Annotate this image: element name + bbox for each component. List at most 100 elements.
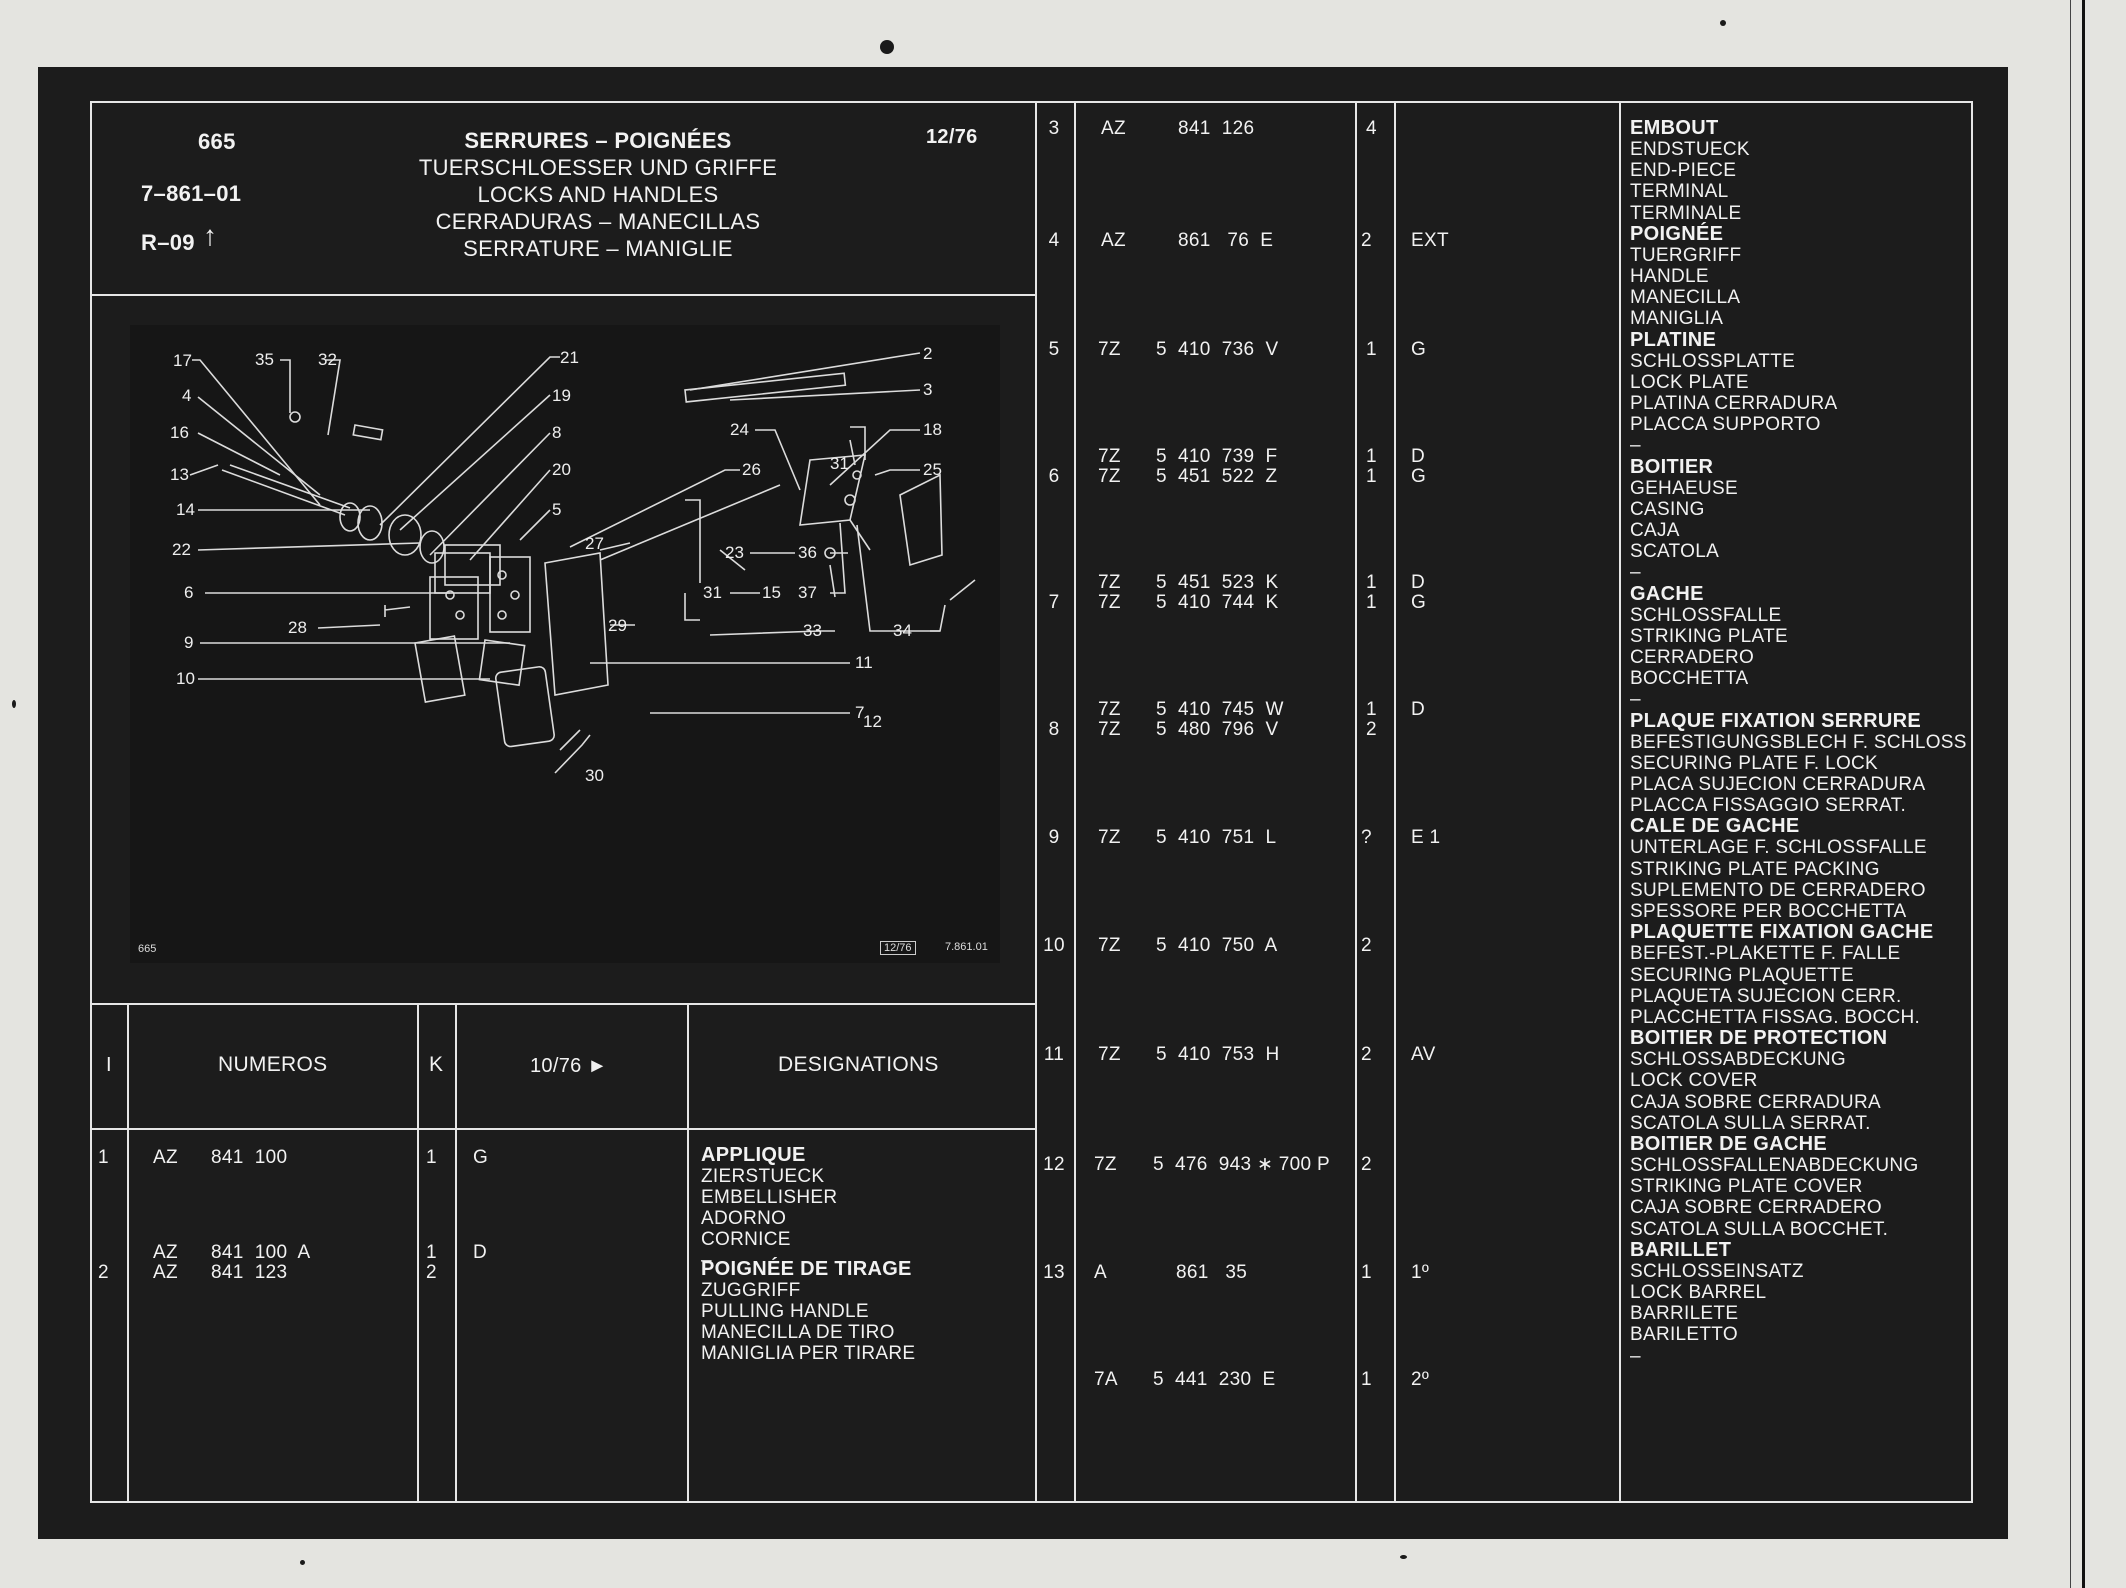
right-row-11-prefix: 7Z (1098, 1044, 1121, 1065)
callout-33: 33 (803, 621, 822, 640)
right-row-4-qty: 2 (1361, 230, 1372, 251)
right-row-10-qty: 2 (1361, 935, 1372, 956)
designation-heading: CALE DE GACHE (1630, 815, 1800, 838)
designation-language-line: END-PIECE (1630, 160, 1737, 182)
designation-language-line: PLACCA FISSAGGIO SERRAT. (1630, 795, 1907, 817)
right-row-10-number: 5 410 750 A (1156, 935, 1278, 956)
callout-23: 23 (725, 543, 744, 562)
designation-language-line: PLACCA SUPPORTO (1630, 414, 1821, 436)
right-row-4-number: 861 76 E (1178, 230, 1274, 251)
right-row-7a-variant: D (1411, 572, 1426, 593)
designation-language-line: MANIGLIA (1630, 308, 1724, 330)
right-row-6b-number: 5 451 522 Z (1156, 466, 1278, 487)
callout-36: 36 (798, 543, 817, 562)
designation-language-line: – (1630, 1345, 1641, 1367)
right-row-6a-variant: D (1411, 446, 1426, 467)
designation-heading: EMBOUT (1630, 117, 1719, 139)
right-row-12-number: 5 476 943 ∗ 700 P (1153, 1154, 1330, 1175)
designation-language-line: CAJA SOBRE CERRADERO (1630, 1197, 1882, 1219)
callout-2: 2 (923, 344, 933, 363)
designation-language-line: LOCK COVER (1630, 1070, 1758, 1092)
designation-it: MANIGLIA PER TIRARE (701, 1343, 916, 1364)
drawing-corner-ref: 7.861.01 (945, 941, 988, 953)
right-row-5-number: 5 410 736 V (1156, 339, 1279, 360)
right-row-10-index: 10 (1043, 935, 1065, 956)
designation-en: PULLING HANDLE (701, 1301, 869, 1322)
designation-language-line: STRIKING PLATE COVER (1630, 1176, 1863, 1198)
callout-17: 17 (173, 351, 192, 370)
left-row-1-prefix: AZ (153, 1147, 178, 1168)
designation-language-line: STRIKING PLATE (1630, 625, 1788, 647)
designation-en: EMBELLISHER (701, 1187, 838, 1208)
designation-language-line: – (1630, 689, 1641, 711)
designation-language-line: BARRILETE (1630, 1303, 1739, 1325)
title-it: SERRATURE – MANIGLIE (463, 236, 733, 261)
right-row-8-index: 8 (1048, 719, 1060, 740)
title-es: CERRADURAS – MANECILLAS (435, 209, 761, 234)
right-row-3-index: 3 (1048, 118, 1060, 139)
col-header-designations: DESIGNATIONS (778, 1053, 939, 1076)
designation-heading: POIGNÉE (1630, 222, 1724, 245)
dust-speck (1400, 1555, 1407, 1559)
designation-language-line: SECURING PLATE F. LOCK (1630, 752, 1879, 774)
callout-24: 24 (730, 420, 749, 439)
right-row-3-prefix: AZ (1101, 118, 1126, 139)
sheet-title: SERRURES – POIGNÉES TUERSCHLOESSER UND G… (368, 127, 828, 262)
right-row-7b-prefix: 7Z (1098, 592, 1121, 613)
right-row-13-variant: 1º (1411, 1262, 1430, 1283)
callout-35: 35 (255, 350, 274, 369)
right-row-12-qty: 2 (1361, 1154, 1372, 1175)
right-row-9-number: 5 410 751 L (1156, 827, 1277, 848)
right-row-6-index: 6 (1048, 466, 1060, 487)
revision-arrow-icon: ↑ (203, 220, 218, 251)
right-row-6b-qty: 1 (1366, 466, 1377, 487)
callout-25: 25 (923, 460, 942, 479)
drawing-corner-date: 12/76 (880, 941, 916, 955)
designation-es: ADORNO (701, 1208, 787, 1229)
right-row-8a-variant: D (1411, 699, 1426, 720)
designation-dash: – (701, 1250, 712, 1271)
designation-de: ZIERSTUECK (701, 1166, 825, 1187)
callout-5: 5 (552, 500, 562, 519)
left-row-1-variant: G (473, 1147, 489, 1168)
callout-29: 29 (608, 616, 627, 635)
callout-31b: 31 (703, 583, 722, 602)
right-row-10-prefix: 7Z (1098, 935, 1121, 956)
right-row-8a-number: 5 410 745 W (1156, 699, 1284, 720)
designation-language-line: SCHLOSSABDECKUNG (1630, 1049, 1846, 1071)
callout-26: 26 (742, 460, 761, 479)
right-row-5-prefix: 7Z (1098, 339, 1121, 360)
left-row-2a-qty: 1 (426, 1242, 437, 1263)
designation-language-line: SCHLOSSEINSATZ (1630, 1260, 1804, 1282)
right-row-8a-qty: 1 (1366, 699, 1377, 720)
designation-language-line: CAJA (1630, 520, 1680, 542)
designation-language-line: SCATOLA (1630, 541, 1720, 563)
left-row-2-designation: POIGNÉE DE TIRAGE ZUGGRIFF PULLING HANDL… (701, 1259, 916, 1365)
right-row-5-qty: 1 (1366, 339, 1377, 360)
designation-language-line: PLATINA CERRADURA (1630, 393, 1838, 415)
callout-15: 15 (762, 583, 781, 602)
right-row-8b-prefix: 7Z (1098, 719, 1121, 740)
callout-12: 12 (863, 712, 882, 731)
designation-heading: PLAQUETTE FIXATION GACHE (1630, 921, 1934, 944)
dust-speck (880, 40, 894, 54)
callout-27: 27 (585, 534, 604, 553)
callout-22: 22 (172, 540, 191, 559)
designation-heading: BOITIER DE GACHE (1630, 1132, 1828, 1155)
designation-language-line: SCATOLA SULLA SERRAT. (1630, 1112, 1871, 1134)
parts-catalog-card: 665 7–861–01 R–09 ↑ 12/76 SERRURES – POI… (38, 67, 2008, 1539)
callout-30: 30 (585, 766, 604, 785)
designation-language-line: SPESSORE PER BOCCHETTA (1630, 901, 1907, 923)
designation-language-line: HANDLE (1630, 266, 1709, 288)
designation-es: MANECILLA DE TIRO (701, 1322, 895, 1343)
film-edge-rule-thin (2070, 0, 2071, 1588)
designation-language-line: LOCK BARREL (1630, 1281, 1767, 1303)
designation-heading: PLATINE (1630, 328, 1717, 351)
